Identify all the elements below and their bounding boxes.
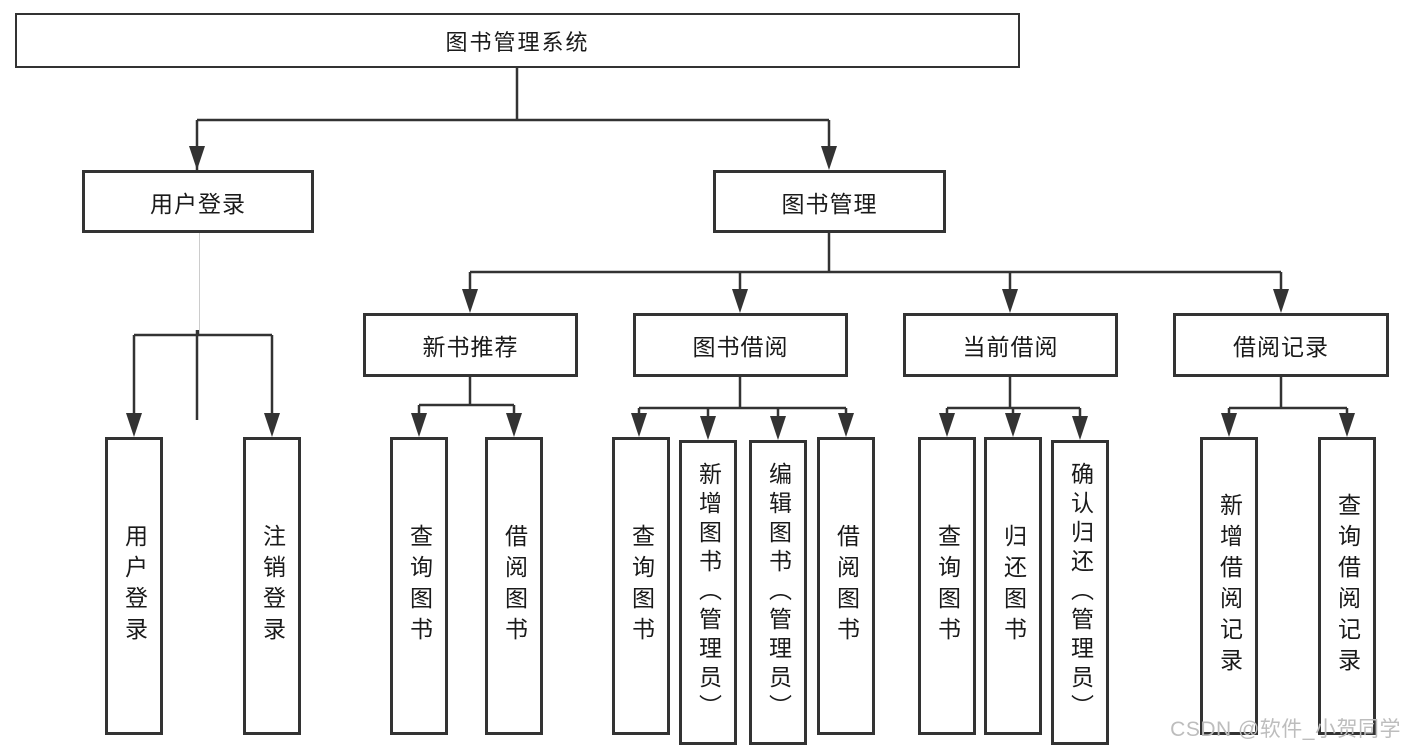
arrow-down-icon xyxy=(821,146,837,170)
node-label: 借阅记录 xyxy=(1233,334,1329,360)
leaf-return-book: 归还图书 xyxy=(984,437,1042,735)
arrow-down-icon xyxy=(1005,413,1021,437)
node-label: 借阅图书 xyxy=(833,524,860,648)
arrow-down-icon xyxy=(462,289,478,313)
leaf-confirm-return-admin: 确认归还（管理员） xyxy=(1051,440,1109,745)
arrow-down-icon xyxy=(939,413,955,437)
node-label: 图书管理 xyxy=(781,190,878,217)
node-label: 图书借阅 xyxy=(692,334,789,360)
node-label: 借阅图书 xyxy=(501,524,528,648)
node-label: 查询图书 xyxy=(406,524,433,648)
arrow-down-icon xyxy=(1002,289,1018,313)
leaf-logout: 注销登录 xyxy=(243,437,301,735)
arrow-down-icon xyxy=(631,413,647,437)
arrow-down-icon xyxy=(411,413,427,437)
node-label: 确认归还（管理员） xyxy=(1067,462,1094,723)
node-label: 查询图书 xyxy=(628,524,655,648)
leaf-user-login: 用户登录 xyxy=(105,437,163,735)
node-label: 用户登录 xyxy=(121,524,148,648)
arrow-down-icon xyxy=(1221,413,1237,437)
node-label: 新书推荐 xyxy=(422,334,519,360)
node-label: 用户登录 xyxy=(150,190,246,217)
node-label: 当前借阅 xyxy=(962,334,1059,360)
node-root-system: 图书管理系统 xyxy=(15,13,1020,68)
node-label: 查询图书 xyxy=(934,524,961,648)
arrow-down-icon xyxy=(732,289,748,313)
arrow-down-icon xyxy=(189,146,205,170)
arrow-down-icon xyxy=(264,413,280,437)
node-label: 查询借阅记录 xyxy=(1334,493,1361,679)
leaf-query-books-borrow: 查询图书 xyxy=(612,437,670,735)
leaf-add-book-admin: 新增图书（管理员） xyxy=(679,440,737,745)
leaf-borrow-books-recommend: 借阅图书 xyxy=(485,437,543,735)
arrow-down-icon xyxy=(1273,289,1289,313)
node-book-management: 图书管理 xyxy=(713,170,946,233)
watermark: CSDN @软件_小贺同学 xyxy=(1170,718,1401,741)
arrow-down-icon xyxy=(126,413,142,437)
node-user-login: 用户登录 xyxy=(82,170,314,233)
arrow-down-icon xyxy=(1339,413,1355,437)
arrowheads xyxy=(126,146,1355,440)
node-label: 注销登录 xyxy=(259,524,286,648)
leaf-query-books-recommend: 查询图书 xyxy=(390,437,448,735)
node-label: 归还图书 xyxy=(1000,524,1027,648)
leaf-query-books-current: 查询图书 xyxy=(918,437,976,735)
node-book-borrow: 图书借阅 xyxy=(633,313,848,377)
node-borrow-records: 借阅记录 xyxy=(1173,313,1389,377)
node-new-book-recommend: 新书推荐 xyxy=(363,313,578,377)
leaf-edit-book-admin: 编辑图书（管理员） xyxy=(749,440,807,745)
arrow-down-icon xyxy=(506,413,522,437)
leaf-add-borrow-record: 新增借阅记录 xyxy=(1200,437,1258,735)
node-label: 编辑图书（管理员） xyxy=(765,462,792,723)
node-label: 图书管理系统 xyxy=(445,29,590,55)
leaf-query-borrow-record: 查询借阅记录 xyxy=(1318,437,1376,735)
node-current-borrow: 当前借阅 xyxy=(903,313,1118,377)
arrow-down-icon xyxy=(770,416,786,440)
leaf-borrow-books: 借阅图书 xyxy=(817,437,875,735)
node-label: 新增借阅记录 xyxy=(1216,493,1243,679)
node-label: 新增图书（管理员） xyxy=(695,462,722,723)
arrow-down-icon xyxy=(700,416,716,440)
arrow-down-icon xyxy=(1072,416,1088,440)
arrow-down-icon xyxy=(838,413,854,437)
